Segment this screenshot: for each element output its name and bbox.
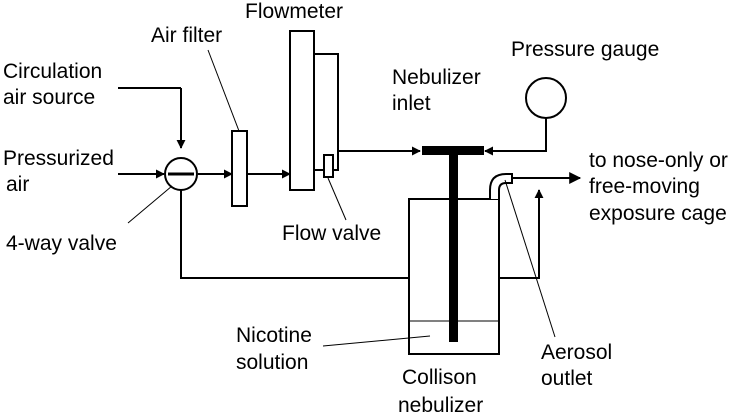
- pressurized-air-label-2: air: [6, 173, 29, 196]
- flow-valve-pointer: [327, 177, 347, 221]
- exposure-cage-label-3: exposure cage: [589, 202, 727, 225]
- nebulizer-inlet-bar: [422, 146, 484, 155]
- air-filter-symbol: [231, 130, 248, 207]
- air-filter-pointer: [207, 49, 240, 132]
- nicotine-solution-pointer: [322, 335, 431, 347]
- pressure-gauge-label: Pressure gauge: [511, 38, 659, 61]
- aerosol-outlet-tube: [489, 173, 513, 199]
- gauge-to-inlet-arrow: [484, 118, 547, 156]
- nicotine-solution-label-2: solution: [236, 351, 308, 374]
- exposure-cage-label: to nose-only or: [589, 149, 728, 172]
- air-filter-label: Air filter: [151, 24, 222, 47]
- collison-nebulizer-label-2: nebulizer: [398, 394, 483, 417]
- flowmeter-side-column: [314, 53, 339, 171]
- aerosol-outlet-pointer: [504, 179, 556, 338]
- nebulizer-inlet-label-2: inlet: [392, 92, 431, 115]
- aerosol-outlet-label: Aerosol: [541, 341, 612, 364]
- collison-nebulizer-label: Collison: [402, 366, 477, 389]
- four-way-valve-pointer: [127, 185, 173, 224]
- aerosol-outlet-label-2: outlet: [541, 367, 593, 390]
- nebulizer-inner-tube: [449, 155, 458, 342]
- nebulizer-inlet-label: Nebulizer: [392, 66, 481, 89]
- pressure-gauge-symbol: [525, 77, 567, 119]
- flowmeter-label: Flowmeter: [245, 0, 343, 23]
- return-line-arrow: [180, 189, 544, 279]
- circulation-air-source-label: Circulation: [3, 60, 102, 83]
- flow-valve-symbol: [323, 154, 334, 178]
- pressurized-air-label: Pressurized: [3, 147, 114, 170]
- exposure-cage-label-2: free-moving: [589, 175, 700, 198]
- flow-valve-label: Flow valve: [282, 222, 381, 245]
- four-way-valve-label: 4-way valve: [6, 232, 117, 255]
- nicotine-solution-label: Nicotine: [236, 324, 312, 347]
- flowmeter-tube: [289, 30, 315, 191]
- circulation-air-source-label-2: air source: [3, 86, 95, 109]
